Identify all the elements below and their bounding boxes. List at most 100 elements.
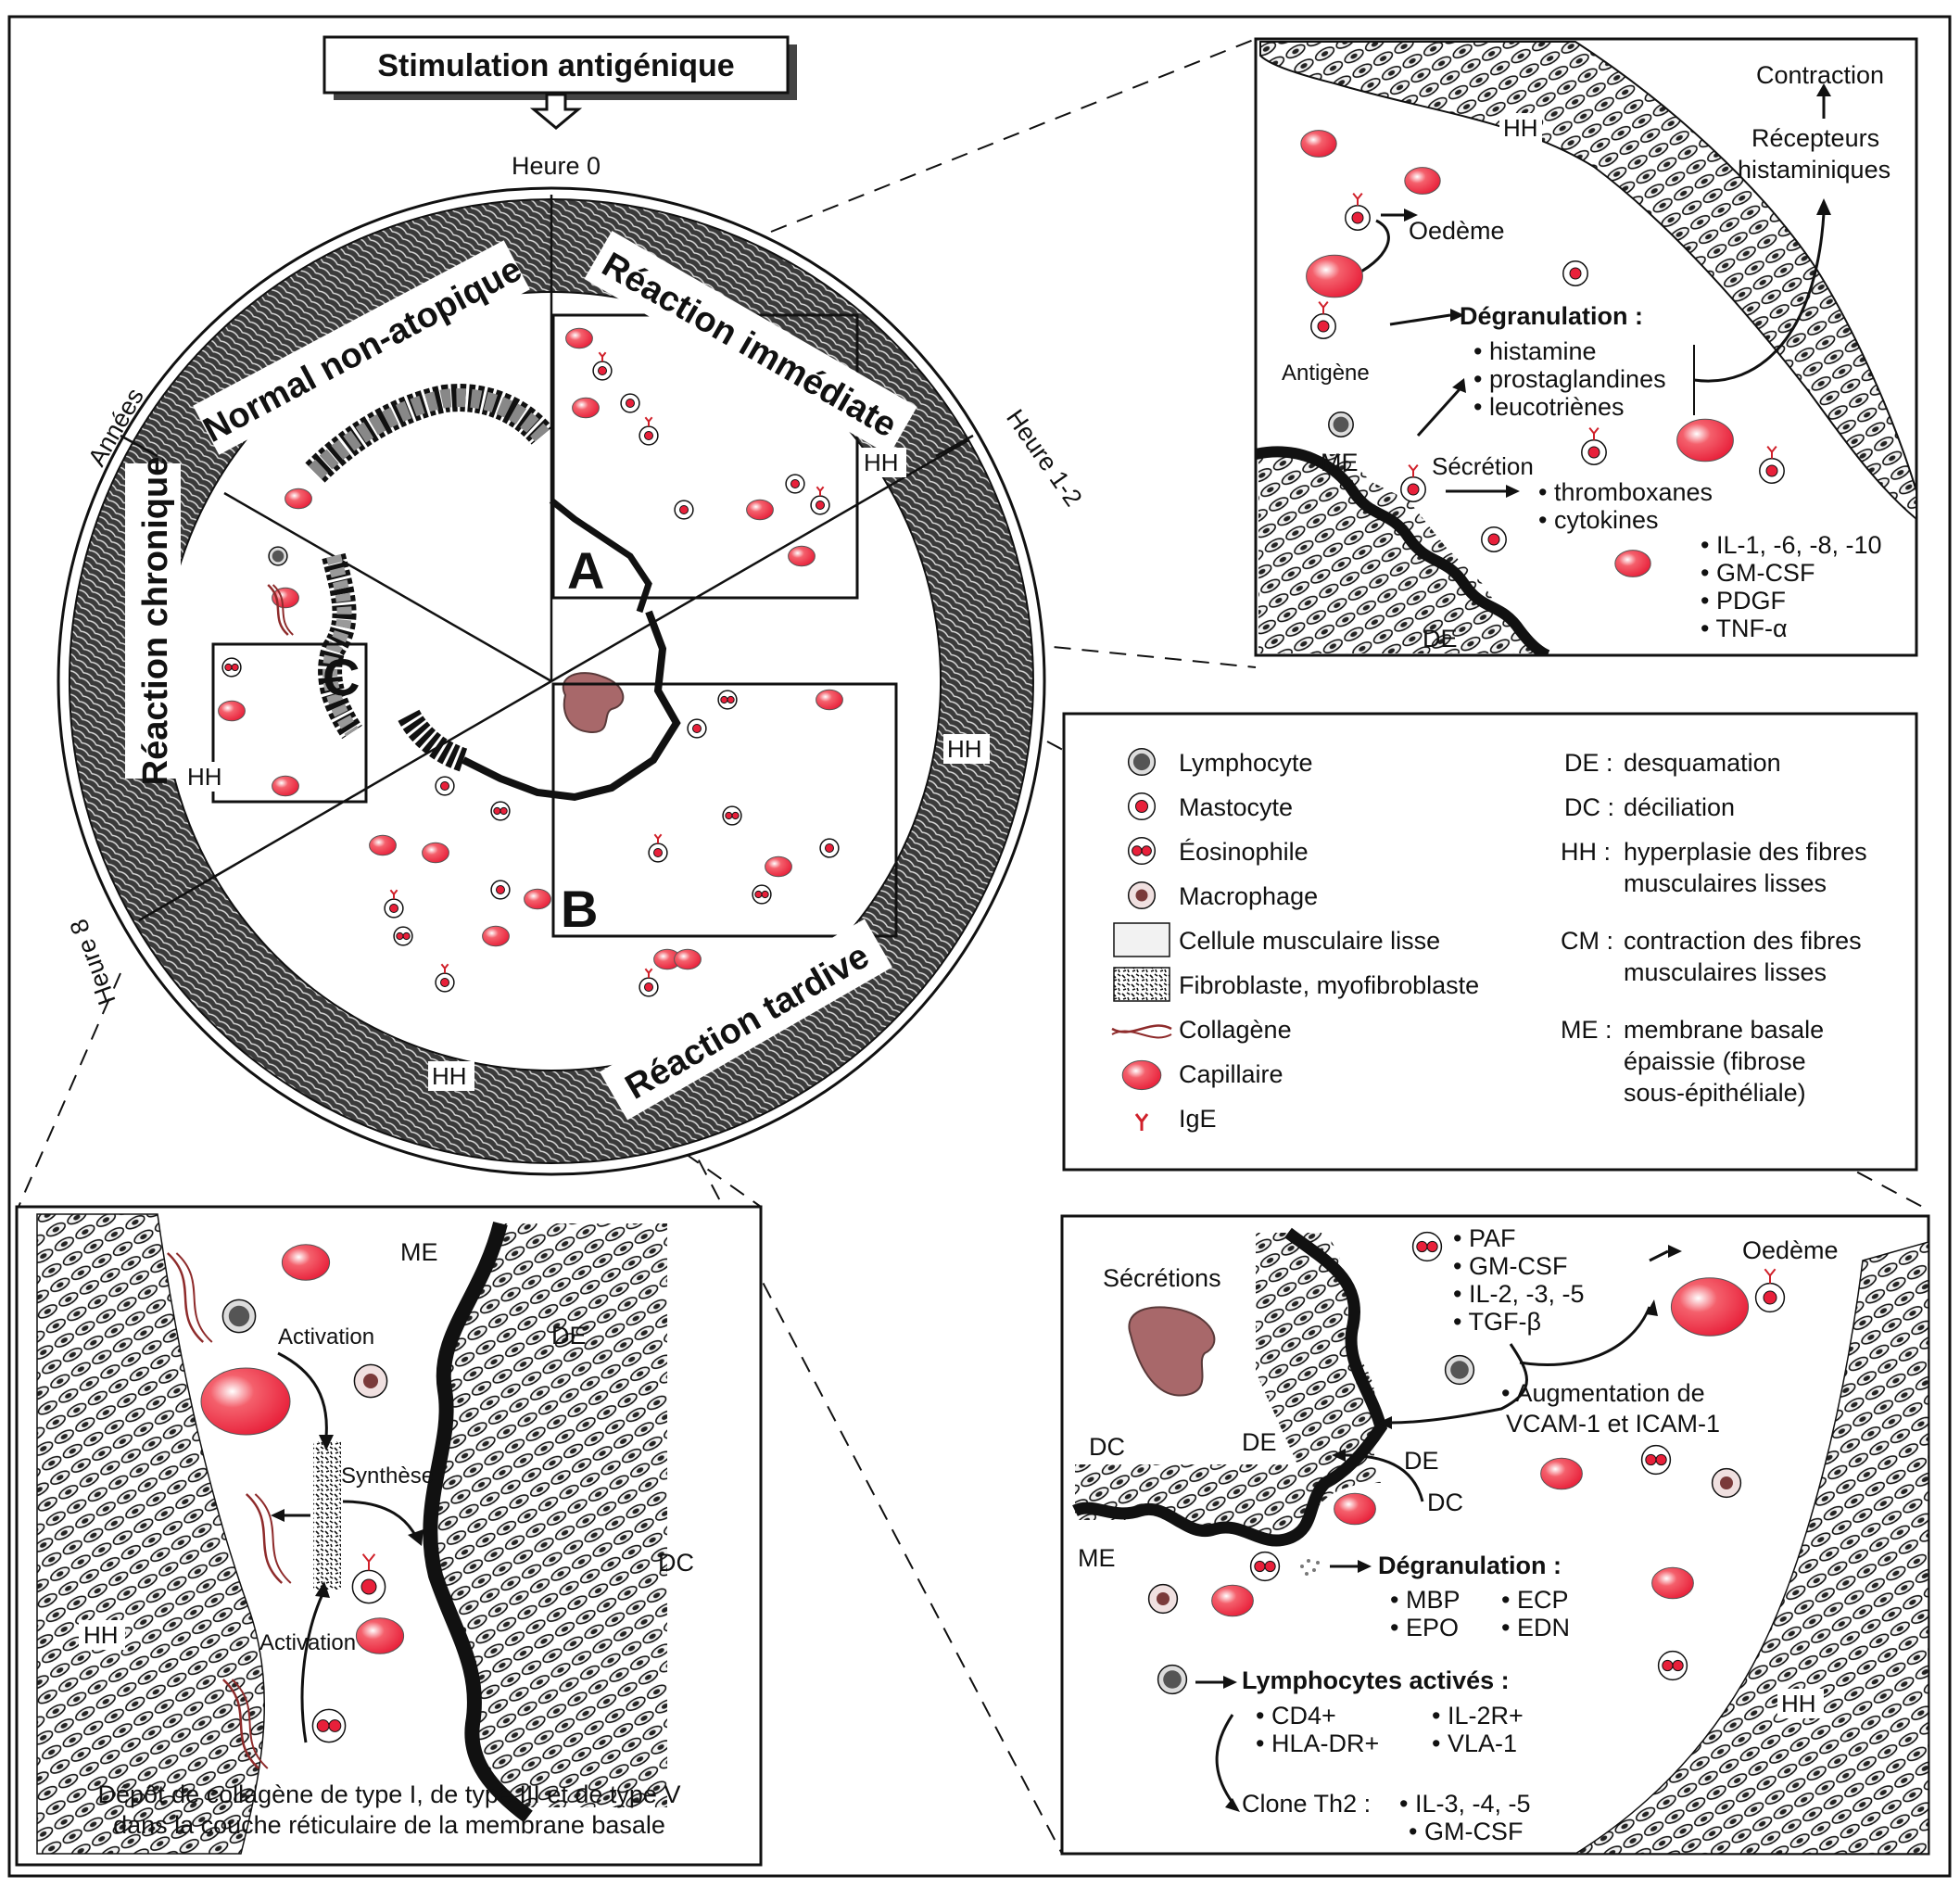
ige-mast-icon [435,963,455,993]
eosinophil-icon [221,657,242,678]
eosinophil-icon [1411,1231,1443,1262]
capillary-icon [1614,550,1651,577]
panel-a-secretion-item-1: • thromboxanes [1538,478,1713,506]
legend-def-de: desquamation [1624,749,1781,777]
legend-abbr-me: ME : [1561,1016,1612,1044]
panel-c-basement-membrane [423,1222,533,1823]
collagen-icon [166,1252,213,1343]
panel-b-secretions: Sécrétions [1103,1264,1221,1292]
panel-b-lymph-title: Lymphocytes activés : [1242,1666,1510,1694]
legend-def-hh-2: musculaires lisses [1624,869,1827,897]
time-label-hour12: Heure 1-2 [1001,404,1087,512]
panel-a-degran-item-1: • histamine [1473,337,1597,365]
mastocyte-icon [1562,260,1588,286]
legend-def-me-1: membrane basale [1624,1016,1824,1044]
legend-label-macrophage: Macrophage [1179,882,1318,910]
panel-a-me: ME [1321,449,1359,476]
panel-c-cells [166,1244,405,1769]
hh-label-ring-3: HH [432,1062,467,1090]
degranulation-dots [1300,1559,1320,1576]
panel-a-cytokine-1: • IL-1, -6, -8, -10 [1701,531,1882,559]
capillary-icon [218,700,246,722]
legend-abbr-dc: DC : [1564,793,1614,821]
panel-c-caption-2: dans la couche réticulaire de la membran… [113,1811,665,1839]
panel-b-muscle-band [1574,1241,1928,1854]
capillary-icon [355,1617,405,1654]
legend-label-collagen: Collagène [1179,1016,1292,1044]
panel-a-contraction: Contraction [1756,61,1884,89]
ige-mast-icon [639,968,659,997]
mastocyte-icon [819,838,840,858]
lymphocyte-icon [1157,1664,1188,1695]
legend-box: Lymphocyte Mastocyte Éosinophile Macroph… [1062,712,1918,1172]
capillary-icon [1306,254,1363,298]
legend-label-ige: IgE [1179,1105,1217,1133]
panel-c-de: DE [551,1322,587,1349]
macrophage-icon [1711,1467,1742,1499]
panel-b-clone-item-2: • GM-CSF [1409,1818,1523,1845]
legend-def-hh-1: hyperplasie des fibres [1624,838,1867,866]
ige-mast-icon [592,351,613,381]
capillary-icon [1121,1059,1162,1091]
panel-a-immediate-reaction: Contraction Récepteurs histaminiques HH … [1254,37,1918,657]
panel-b-degran-right-1: • ECP [1501,1586,1568,1614]
mastocyte-icon [674,500,694,520]
title-box: Stimulation antigénique [322,35,797,130]
lymphocyte-icon [221,1299,257,1334]
macrophage-icon [1127,881,1157,910]
panel-c-synthesis: Synthèse [341,1464,434,1489]
capillary-icon [565,327,593,349]
eosinophil-icon [490,801,511,821]
hh-label-ring-1: HH [864,449,899,476]
capillary-icon [816,689,843,711]
capillary-icon [1540,1457,1583,1490]
panel-c-me: ME [400,1238,438,1266]
mastocyte-icon [435,776,455,796]
capillary-icon [422,842,449,864]
panel-a-degran-item-2: • prostaglandines [1473,365,1666,393]
capillary-icon [572,397,600,419]
panel-b-lymph-left-2: • HLA-DR+ [1256,1730,1379,1757]
legend-label-lymphocyte: Lymphocyte [1179,749,1313,777]
panel-a-muscle-band [1259,41,1916,521]
panel-a-antigen: Antigène [1282,361,1370,386]
panel-b-lymph-left-1: • CD4+ [1256,1702,1336,1730]
panel-c-chronic-reaction: ME DE DC HH Activation Synthèse Activati… [15,1205,763,1867]
panel-b-mucus-secretion [1128,1306,1216,1397]
legend-label-eosinophil: Éosinophile [1179,838,1309,866]
eosinophil-icon [1249,1551,1281,1582]
legend-label-mastocyte: Mastocyte [1179,793,1293,821]
panel-a-cytokine-3: • PDGF [1701,587,1786,615]
capillary-icon [281,1244,331,1281]
fibroblast-icon [1113,967,1170,1002]
panel-b-clone: Clone Th2 : [1242,1790,1371,1818]
zoom-letter-b: B [561,880,598,938]
lymphocyte-icon [1444,1354,1475,1386]
panel-a-cells [1300,130,1785,577]
collagen-icon [221,1679,269,1769]
ige-mast-icon [1310,300,1336,339]
zoom-box-b [551,682,898,938]
zoom-box-c [211,642,368,804]
hh-label-ring-2: HH [947,735,982,763]
capillary-icon [674,948,702,970]
ige-mast-icon [648,833,668,863]
sector-chronic: Réaction chronique [136,457,175,786]
capillary-icon [765,855,792,878]
panel-a-receptors-1: Récepteurs [1751,124,1879,152]
ige-mast-icon [1759,445,1785,484]
panel-a-receptors-2: histaminiques [1738,156,1890,184]
capillary-icon [1211,1584,1254,1617]
title-text: Stimulation antigénique [377,48,734,83]
lymphocyte-icon [1328,412,1354,437]
legend-label-smooth-muscle: Cellule musculaire lisse [1179,927,1440,955]
eosinophil-icon [717,690,738,710]
panel-b-mediator-4: • TGF-β [1453,1308,1541,1336]
eosinophil-icon [722,805,742,826]
macrophage-icon [353,1363,388,1399]
ige-mast-icon [639,416,659,446]
mastocyte-icon [620,393,640,413]
panel-b-increase-2: VCAM-1 et ICAM-1 [1506,1410,1720,1438]
legend-abbr-cm: CM : [1561,927,1613,955]
